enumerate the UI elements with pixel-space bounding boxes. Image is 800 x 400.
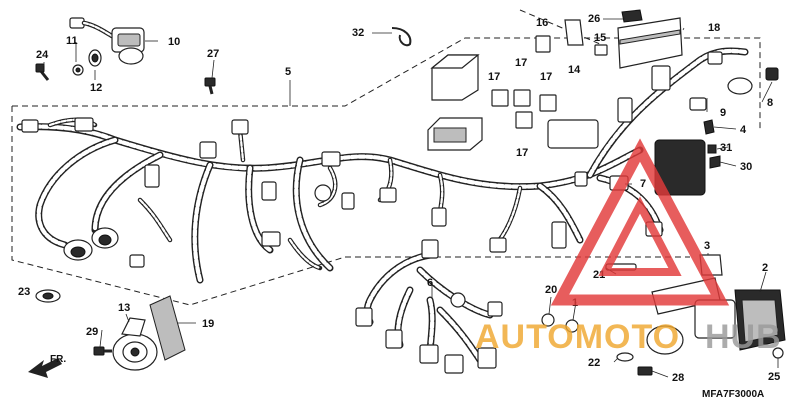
relay-box [427,54,483,151]
callout-18: 18 [708,22,720,34]
callout-5: 5 [285,66,291,78]
callout-12: 12 [90,82,102,94]
callout-26: 26 [588,13,600,25]
bolt-27 [204,77,216,95]
callout-25: 25 [768,371,780,383]
horn-13 [112,317,158,371]
callout-17-a: 17 [488,71,500,83]
callout-17-d: 17 [516,147,528,159]
callout-2: 2 [762,262,768,274]
band-23 [35,289,61,303]
callout-13: 13 [118,302,130,314]
callout-19: 19 [202,318,214,330]
callout-20: 20 [545,284,557,296]
callout-30: 30 [740,161,752,173]
callout-8: 8 [767,97,773,109]
callout-17-c: 17 [540,71,552,83]
front-arrow-icon: FR. [28,354,66,378]
callout-16: 16 [536,17,548,29]
bolt-29 [93,346,112,356]
callout-17-b: 17 [515,57,527,69]
callout-28: 28 [672,372,684,384]
callout-numbers: 1 2 3 4 5 6 7 8 9 10 11 12 13 14 15 16 1… [18,13,780,384]
callout-24: 24 [36,49,49,61]
clip-32 [391,27,412,47]
callout-27: 27 [207,48,219,60]
parts-4-8-9-30-31 [689,67,779,169]
relays-17 [491,89,557,129]
callout-10: 10 [168,36,180,48]
fuse-parts-14-16 [535,19,608,56]
callout-29: 29 [86,326,98,338]
harness-assembly-outline [11,9,761,306]
callout-31: 31 [720,142,732,154]
svg-text:HUB: HUB [705,318,782,356]
callout-3: 3 [704,240,710,252]
callout-15: 15 [594,32,606,44]
callout-6: 6 [427,277,433,289]
front-arrow-label: FR. [50,354,66,365]
horn-bracket-19 [149,295,186,361]
sub-harness [355,239,503,374]
regulator-assembly [541,254,786,376]
watermark-logo: AUTOMOTO HUB [475,138,782,356]
callout-11: 11 [66,35,78,47]
callout-9: 9 [720,107,726,119]
svg-text:AUTOMOTO: AUTOMOTO [475,318,680,356]
callout-32: 32 [352,27,364,39]
callout-22: 22 [588,357,600,369]
top-left-parts [35,17,145,81]
callout-23: 23 [18,286,30,298]
callout-4: 4 [740,124,747,136]
diagram-code: MFA7F3000A [702,389,764,400]
callout-14: 14 [568,64,581,76]
callout-7: 7 [640,178,646,190]
ecu-18 [617,9,683,69]
